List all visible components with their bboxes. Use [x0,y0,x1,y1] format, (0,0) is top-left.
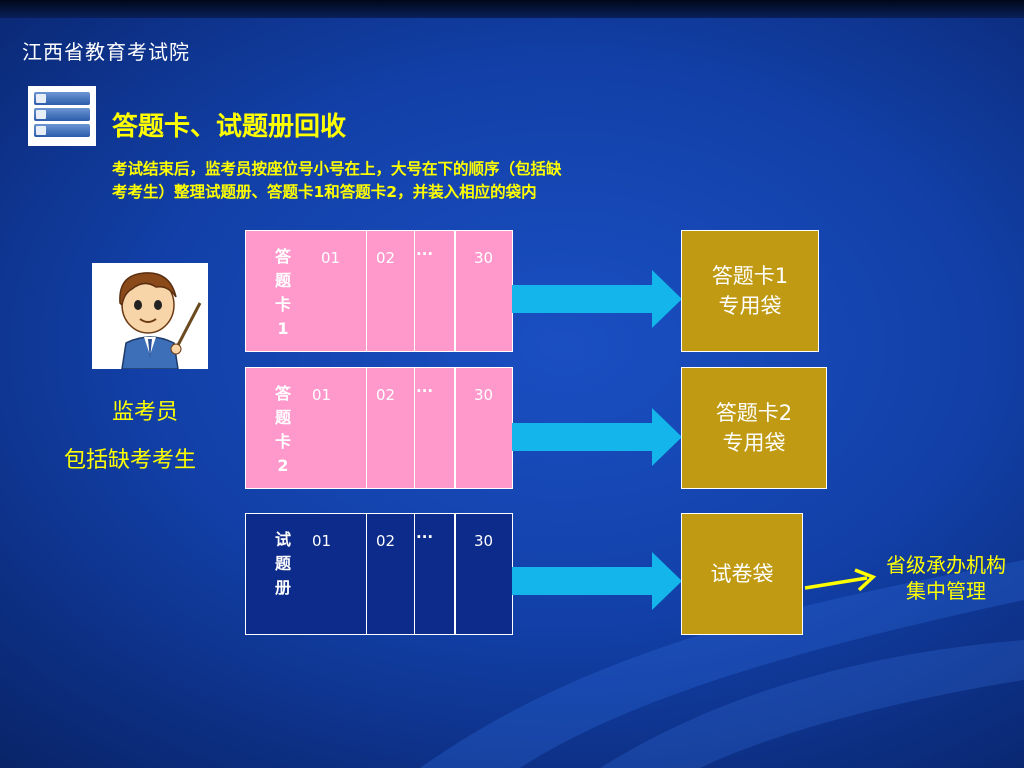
bag-label-line-1: 答题卡1 [711,264,789,288]
card-30: 30 [455,230,513,352]
arrow-right-icon [512,408,682,466]
card-number: 01 [312,386,332,404]
card-number: ··· [416,245,434,263]
slide-title: 答题卡、试题册回收 [112,112,347,142]
top-band [0,0,1024,18]
bag-label-line-1: 答题卡2 [715,401,793,425]
final-destination-line-1: 省级承办机构 [886,553,1006,577]
card-type-label: 试题册 [274,530,291,597]
answer-card-1-bag: 答题卡1 专用袋 [681,230,819,352]
card-number: 01 [321,249,341,267]
description-line-2: 考考生）整理试题册、答题卡1和答题卡2，并装入相应的袋内 [112,183,537,201]
teacher-cartoon-icon [119,272,202,370]
answer-card-2-stack: 30 ··· 02 答题卡2 01 [245,367,513,489]
test-paper-bag: 试卷袋 [681,513,803,635]
card-01: 答题卡1 01 [245,230,367,352]
card-30: 30 [455,367,513,489]
card-number: 30 [474,249,494,267]
card-number: 30 [474,386,494,404]
card-number: 30 [474,532,494,550]
bag-label-line-2: 专用袋 [722,431,786,455]
card-number: ··· [416,528,434,546]
card-01: 答题卡2 01 [245,367,367,489]
card-type-label: 答题卡1 [274,247,291,338]
card-number: 02 [376,249,396,267]
card-02: 02 [365,513,415,635]
card-30: 30 [455,513,513,635]
proctor-label: 监考员 [112,400,179,425]
description-line-1: 考试结束后，监考员按座位号小号在上，大号在下的顺序（包括缺 [112,160,562,178]
card-ellipsis: ··· [413,367,455,489]
final-destination: 省级承办机构 集中管理 [880,552,1012,604]
absent-note-label: 包括缺考考生 [64,448,197,473]
card-01: 试题册 01 [245,513,367,635]
bag-label-line-1: 试卷袋 [710,562,774,586]
list-icon [28,86,96,146]
slide-description: 考试结束后，监考员按座位号小号在上，大号在下的顺序（包括缺 考考生）整理试题册、… [112,158,712,204]
proctor-avatar [92,263,208,370]
arrow-right-icon [512,270,682,328]
answer-card-1-stack: 30 ··· 02 答题卡1 01 [245,230,513,352]
card-number: 02 [376,386,396,404]
card-number: 01 [312,532,332,550]
card-02: 02 [365,230,415,352]
organization-name: 江西省教育考试院 [22,40,190,64]
test-booklet-stack: 30 ··· 02 试题册 01 [245,513,513,635]
card-02: 02 [365,367,415,489]
answer-card-2-bag: 答题卡2 专用袋 [681,367,827,489]
final-destination-line-2: 集中管理 [906,579,986,603]
arrow-right-icon [512,552,682,610]
card-ellipsis: ··· [413,513,455,635]
card-ellipsis: ··· [413,230,455,352]
arrow-right-yellow-icon [804,568,877,592]
card-number: ··· [416,382,434,400]
card-number: 02 [376,532,396,550]
bag-label-line-2: 专用袋 [718,294,782,318]
card-type-label: 答题卡2 [274,384,291,475]
